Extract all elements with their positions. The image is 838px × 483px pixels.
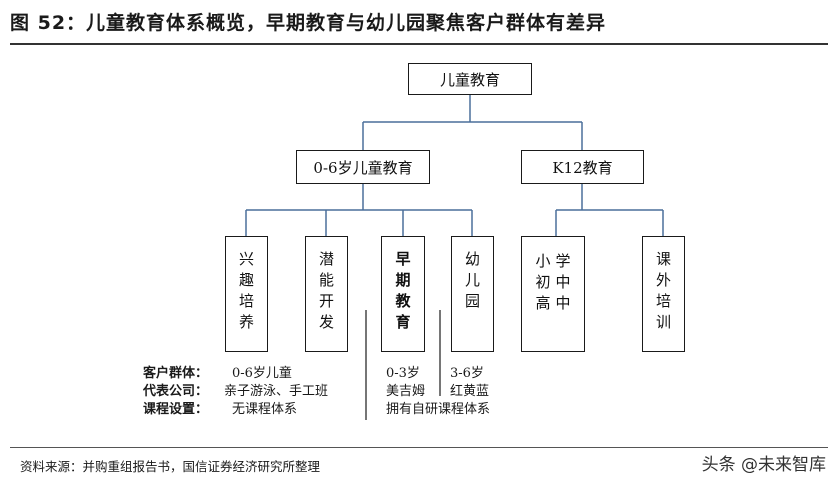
label-representative-company: 代表公司： bbox=[143, 384, 209, 399]
node-kewai-label: 课外培训 bbox=[654, 251, 672, 335]
node-xiaoxue-char: 初 bbox=[535, 273, 551, 291]
node-youeryuan: 幼儿园 bbox=[451, 236, 494, 352]
group2-customer: 0-3岁 bbox=[386, 366, 420, 381]
node-k12-education: K12教育 bbox=[521, 150, 644, 184]
node-k12-label: K12教育 bbox=[552, 158, 613, 177]
source-rule bbox=[10, 447, 828, 448]
node-xiaoxue-char: 中 bbox=[555, 273, 571, 291]
source-note: 资料来源：并购重组报告书，国信证券经济研究所整理 bbox=[20, 459, 321, 474]
node-kewai-peixun: 课外培训 bbox=[642, 236, 685, 352]
node-xiaoxue-char: 高 bbox=[535, 294, 551, 312]
node-xiaoxue-label: 小 学 初 中 高 中 bbox=[534, 251, 572, 351]
group1-customer: 0-6岁儿童 bbox=[232, 366, 292, 381]
node-qianneng-kaifa: 潜能开发 bbox=[305, 236, 348, 352]
group1-company: 亲子游泳、手工班 bbox=[224, 384, 329, 399]
label-customer-group: 客户群体： bbox=[143, 366, 209, 381]
node-0-6-education: 0-6岁儿童教育 bbox=[296, 150, 430, 184]
watermark: 头条 @未来智库 bbox=[701, 455, 826, 475]
node-zaoqi-label: 早期教育 bbox=[393, 251, 412, 335]
node-xiaoxue-char: 学 bbox=[555, 252, 571, 270]
node-zaoqi-jiaoyu: 早期教育 bbox=[381, 236, 425, 352]
node-xingqu-peiyang: 兴趣培养 bbox=[225, 236, 268, 352]
node-xingqu-label: 兴趣培养 bbox=[237, 251, 255, 335]
node-xiaoxue-char: 中 bbox=[555, 294, 571, 312]
root-box: 儿童教育 bbox=[408, 63, 532, 95]
node-qianneng-label: 潜能开发 bbox=[317, 251, 335, 335]
group3-customer: 3-6岁 bbox=[450, 366, 484, 381]
title-rule bbox=[10, 43, 828, 45]
node-xiaoxue-char: 小 bbox=[535, 252, 551, 270]
group3-company: 红黄蓝 bbox=[450, 384, 490, 399]
node-0-6-label: 0-6岁儿童教育 bbox=[313, 158, 413, 177]
shared-course: 拥有自研课程体系 bbox=[386, 402, 491, 417]
group2-company: 美吉姆 bbox=[386, 384, 426, 399]
figure-title: 图 52：儿童教育体系概览，早期教育与幼儿园聚焦客户群体有差异 bbox=[10, 12, 607, 34]
group1-course: 无课程体系 bbox=[232, 402, 298, 417]
label-course-setting: 课程设置： bbox=[143, 402, 209, 417]
node-xiaoxue-chuzhong-gaozhong: 小 学 初 中 高 中 bbox=[521, 236, 585, 352]
root-label: 儿童教育 bbox=[439, 70, 500, 89]
node-youeryuan-label: 幼儿园 bbox=[463, 251, 481, 314]
